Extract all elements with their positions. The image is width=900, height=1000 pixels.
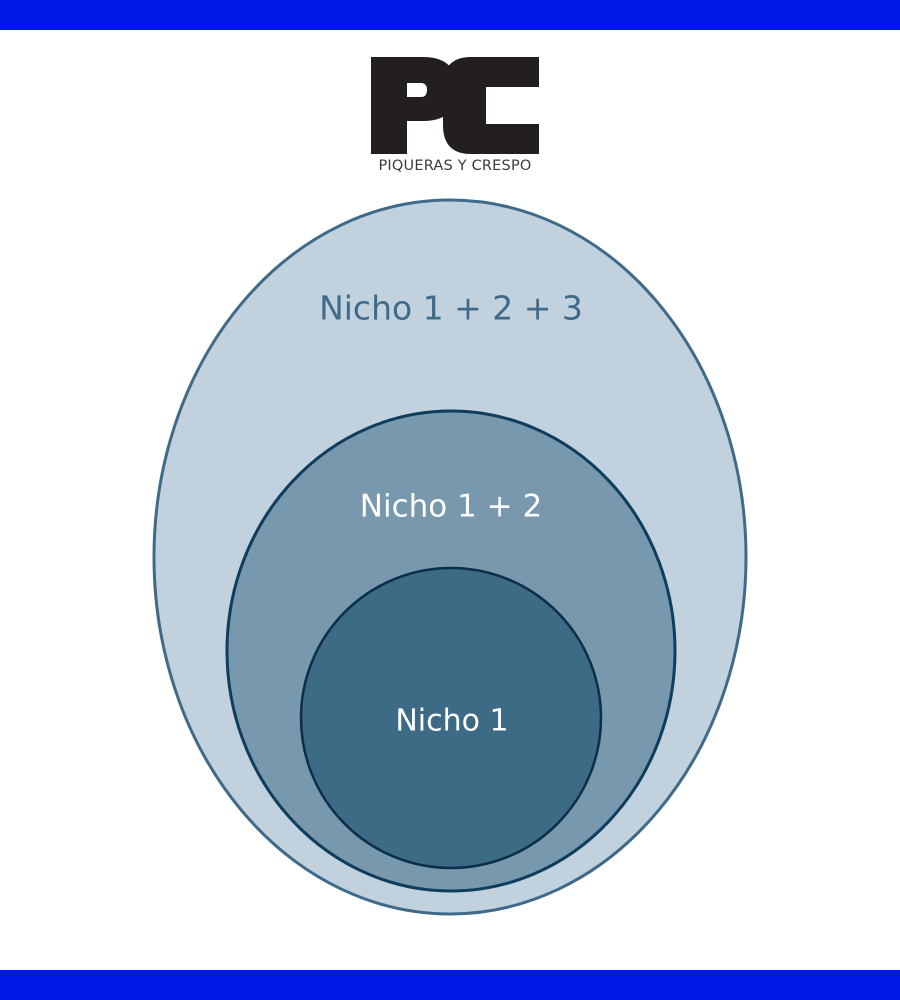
niche-label-outer: Nicho 1 + 2 + 3 [319,289,583,328]
logo-letter-p [371,57,457,154]
logo-letter-c [443,57,539,154]
pc-logo-mark [371,57,539,154]
bottom-frame-bar [0,970,900,1000]
top-frame-bar [0,0,900,30]
niche-circle-inner [299,566,603,870]
niche-label-middle: Nicho 1 + 2 [360,489,542,525]
niche-label-inner: Nicho 1 [395,704,508,739]
logo-caption: PIQUERAS Y CRESPO [378,158,532,174]
